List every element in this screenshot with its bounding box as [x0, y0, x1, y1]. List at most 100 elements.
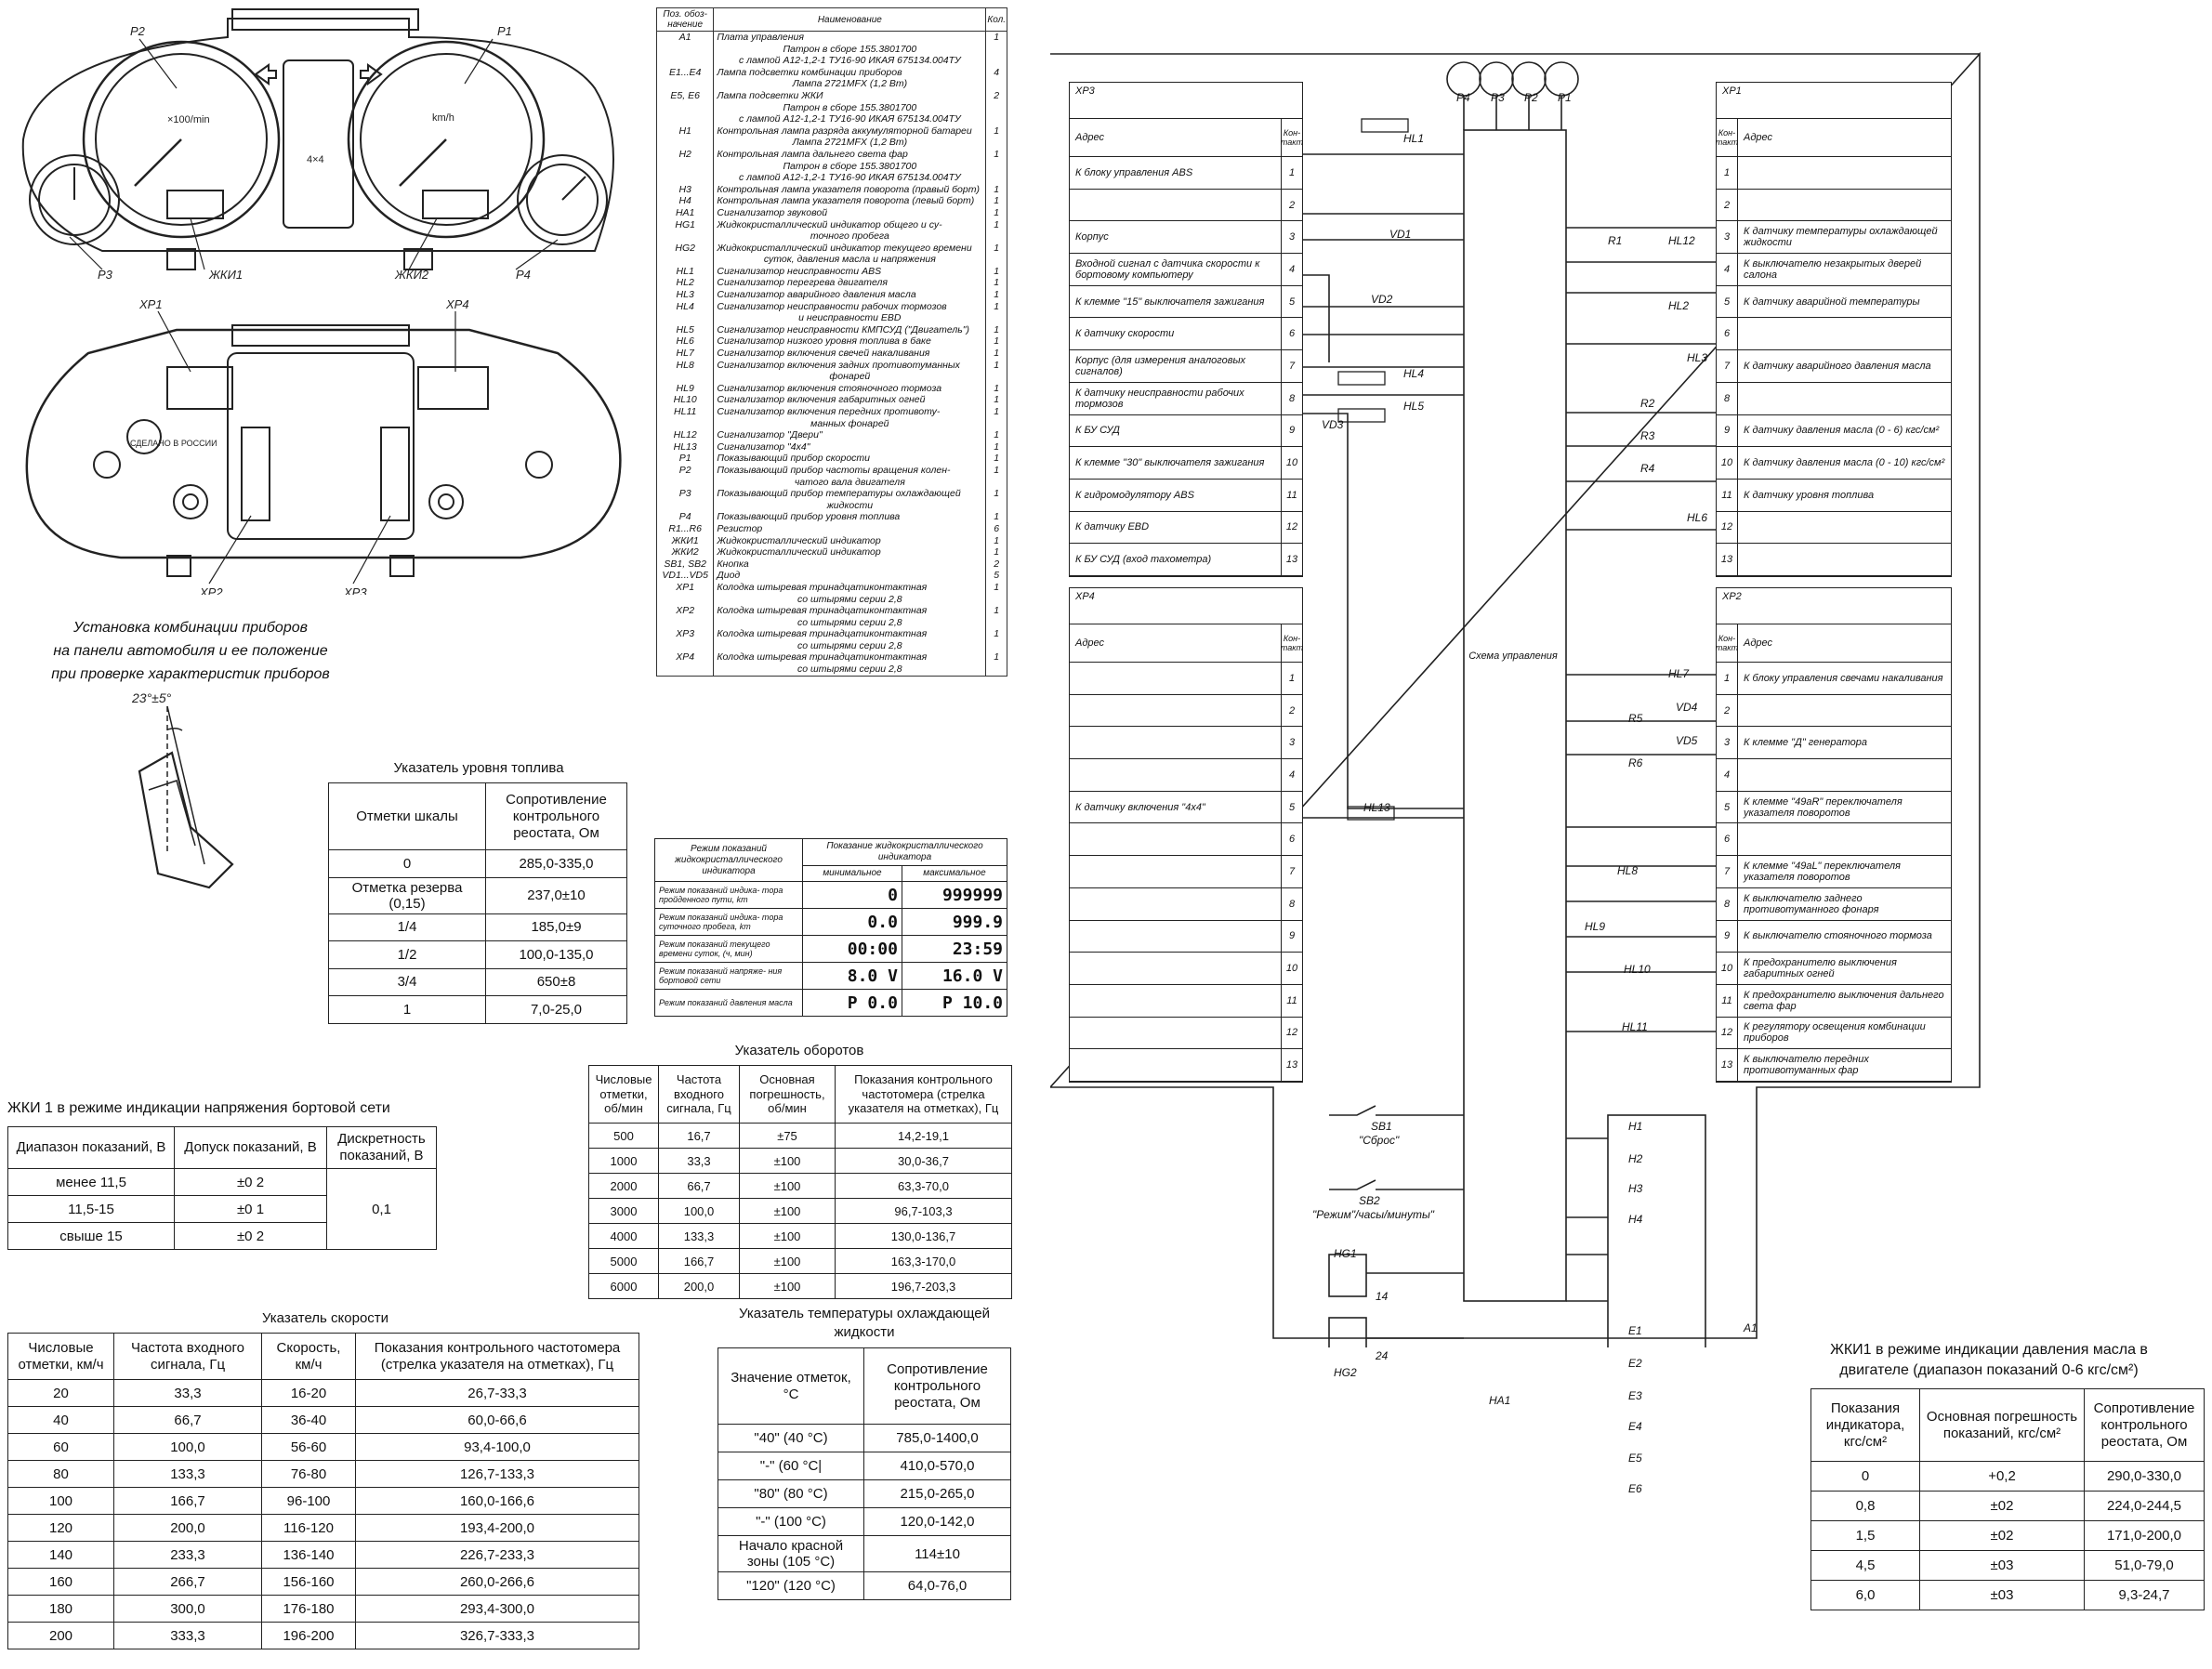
xp3-pin-address: К БУ СУД	[1075, 425, 1120, 437]
vd2-label: VD2	[1371, 293, 1393, 306]
temp-row: "80" (80 °С)215,0-265,0	[718, 1479, 1011, 1508]
xp2-pin-address: К выключателю передних противотуманных ф…	[1744, 1054, 1869, 1077]
voltage-cell: ±0 2	[174, 1168, 327, 1196]
xp3-pin-number: 12	[1281, 511, 1302, 544]
gauge-p2-label: P2	[1524, 91, 1538, 104]
fuel-cell: 650±8	[485, 967, 627, 996]
lcd-mode: Режим показаний напряже- ния бортовой се…	[654, 962, 803, 990]
xp1-pin-number: 12	[1717, 511, 1738, 544]
spec-name: Сигнализатор неисправности ABS	[713, 265, 987, 278]
xp4-pin-row: 7	[1070, 856, 1302, 888]
xp3-pin-number: 7	[1281, 350, 1302, 382]
xp1-pin-address: К датчику температуры охлаждающей жидкос…	[1744, 226, 1938, 249]
spec-hdr-pos: Поз. обоз- начение	[655, 7, 715, 32]
spec-qty: 1	[985, 651, 1007, 664]
speed-cell: 66,7	[113, 1406, 262, 1434]
spec-qty: 1	[985, 429, 1007, 441]
spec-designator: H1	[655, 125, 715, 138]
fuel-cell: 285,0-335,0	[485, 849, 627, 878]
spec-qty	[985, 137, 1007, 149]
xp2-title: XP2	[1722, 591, 1742, 602]
speed-hdr-2: Скорость, км/ч	[261, 1333, 356, 1380]
xp4-pin-address	[1070, 888, 1281, 920]
xp2-addr-header: Адрес	[1744, 637, 1773, 649]
spec-name: Контрольная лампа указателя поворота (пр…	[713, 183, 987, 196]
xp4-pin-number: 13	[1281, 1049, 1302, 1081]
spec-designator	[655, 312, 715, 324]
vd3-label: VD3	[1322, 418, 1344, 431]
xp3-pin-row: К БУ СУД (вход тахометра)13	[1070, 544, 1302, 576]
lcd-hdr-mode: Режим показаний жидкокристаллического ин…	[654, 838, 803, 882]
xp2-pin-number: 12	[1717, 1017, 1738, 1049]
xp1-header: XP1	[1717, 83, 1951, 119]
spec-name: Сигнализатор неисправности КМПСУД ("Двиг…	[713, 323, 987, 336]
fuel-cell: 3/4	[328, 967, 486, 996]
xp1-pin-address	[1738, 383, 1951, 414]
xp3-header: XP3	[1070, 83, 1302, 119]
spec-name: Сигнализатор включения задних противотум…	[713, 359, 987, 372]
spec-name: Контрольная лампа указателя поворота (ле…	[713, 195, 987, 207]
tacho-hdr-1: Частота входного сигнала, Гц	[658, 1065, 740, 1124]
speed-cell: 260,0-266,6	[355, 1568, 639, 1596]
oil-title: ЖКИ1 в режиме индикации давления масла в…	[1830, 1342, 2148, 1379]
spec-designator	[655, 78, 715, 90]
xp2-pin-number: 10	[1717, 953, 1738, 984]
spec-name: со штырями серии 2,8	[713, 664, 987, 677]
tacho-cell: 1000	[588, 1148, 659, 1174]
xp1-pin-number: 1	[1717, 157, 1738, 189]
spec-designator: HL2	[655, 277, 715, 290]
spec-qty: 1	[985, 277, 1007, 290]
xp4-contact-header: Кон- такт	[1281, 624, 1303, 662]
xp1-pin-number: 4	[1717, 254, 1738, 285]
lcd-mode: Режим показаний текущего времени суток, …	[654, 935, 803, 963]
xp2-pin-number: 1	[1717, 663, 1738, 694]
xp2-pin-number: 13	[1717, 1049, 1738, 1081]
xp4-pin-row: 9	[1070, 920, 1302, 953]
panel-caption-line3: при проверке характеристик приборов	[51, 665, 330, 682]
spec-qty: 1	[985, 394, 1007, 406]
spec-designator: ЖКИ1	[655, 534, 715, 547]
spec-designator	[655, 172, 715, 184]
instrument-panel-drawing: P2 P1 P3 P4 ЖКИ1 ЖКИ2 XP1 XP4 XP2 XP3 ×1…	[21, 8, 622, 595]
spec-row: со штырями серии 2,8	[655, 639, 1007, 652]
xp3-pin-address	[1070, 190, 1281, 221]
oil-cell: ±03	[1919, 1550, 2085, 1581]
spec-name: Сигнализатор включения свечей накаливани…	[713, 348, 987, 360]
fuel-cell: 100,0-135,0	[485, 940, 627, 969]
tacho-cell: ±100	[739, 1273, 836, 1299]
speed-cell: 140	[7, 1541, 114, 1569]
spec-qty: 1	[985, 31, 1007, 44]
spec-qty: 1	[985, 628, 1007, 640]
speed-cell: 293,4-300,0	[355, 1595, 639, 1623]
xp2-pin-number: 9	[1717, 920, 1738, 953]
xp2-pin-row: 13 К выключателю передних противотуманных…	[1717, 1049, 1951, 1082]
xp4-pin-row: 12	[1070, 1017, 1302, 1050]
tacho-hdr-2: Основная погрешность, об/мин	[739, 1065, 836, 1124]
xp3-pin-address: Входной сигнал с датчика скорости к борт…	[1075, 257, 1260, 281]
xp3-pin-number: 13	[1281, 544, 1302, 575]
panel-caption: Установка комбинации приборов на панели …	[0, 617, 381, 686]
hl3-label: HL3	[1687, 351, 1708, 364]
spec-row: с лампой А12-1,2-1 ТУ16-90 ИКАЯ 675134.0…	[655, 55, 1007, 67]
oil-cell: 224,0-244,5	[2084, 1491, 2205, 1521]
xp1-pin-address: К датчику давления масла (0 - 10) кгс/см…	[1744, 457, 1945, 469]
spec-name: Жидкокристаллический индикатор	[713, 546, 987, 559]
xp4-pin-number: 4	[1281, 759, 1302, 791]
